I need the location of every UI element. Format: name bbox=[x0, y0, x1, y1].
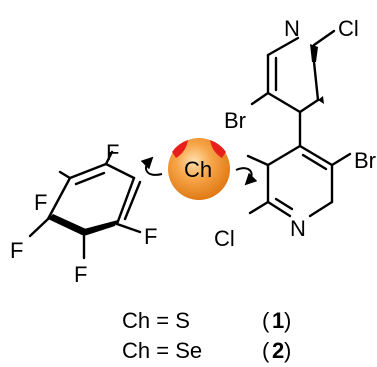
atom-n-top: N bbox=[284, 16, 300, 41]
atom-f-4: F bbox=[74, 262, 87, 287]
legend-line-1-number: 1 bbox=[272, 308, 284, 333]
sigma-hole-left bbox=[172, 140, 188, 158]
rotation-arrow-right bbox=[235, 167, 258, 186]
atom-br-bottom: Br bbox=[354, 148, 376, 173]
atom-n-bottom: N bbox=[290, 216, 306, 241]
legend-line-2-text: Ch = Se bbox=[122, 338, 202, 363]
atom-br-top: Br bbox=[224, 108, 246, 133]
pentafluorophenyl-ring bbox=[28, 150, 142, 260]
atom-f-1: F bbox=[106, 140, 119, 165]
legend-line-2-close: ) bbox=[284, 338, 291, 363]
atom-f-5: F bbox=[144, 224, 157, 249]
atom-cl-top: Cl bbox=[338, 16, 359, 41]
sigma-hole-right bbox=[210, 140, 226, 158]
legend-line-1-open: ( bbox=[262, 308, 270, 333]
legend-line-1-close: ) bbox=[284, 308, 291, 333]
chalcogen-label: Ch bbox=[184, 157, 212, 182]
chalcogen-center: Ch bbox=[168, 138, 230, 200]
compound-legend: Ch = S ( 1 ) Ch = Se ( 2 ) bbox=[122, 308, 291, 363]
bottom-pyridine-ring bbox=[246, 144, 352, 218]
legend-line-2-open: ( bbox=[262, 338, 270, 363]
legend-line-1-text: Ch = S bbox=[122, 308, 190, 333]
chalcogen-sphere bbox=[168, 138, 230, 200]
atom-cl-bottom: Cl bbox=[214, 226, 235, 251]
rotation-arrow-left bbox=[140, 156, 163, 176]
atom-f-2: F bbox=[34, 190, 47, 215]
legend-line-2-number: 2 bbox=[272, 338, 284, 363]
atom-f-3: F bbox=[10, 238, 23, 263]
top-pyridine-ring bbox=[250, 29, 336, 148]
